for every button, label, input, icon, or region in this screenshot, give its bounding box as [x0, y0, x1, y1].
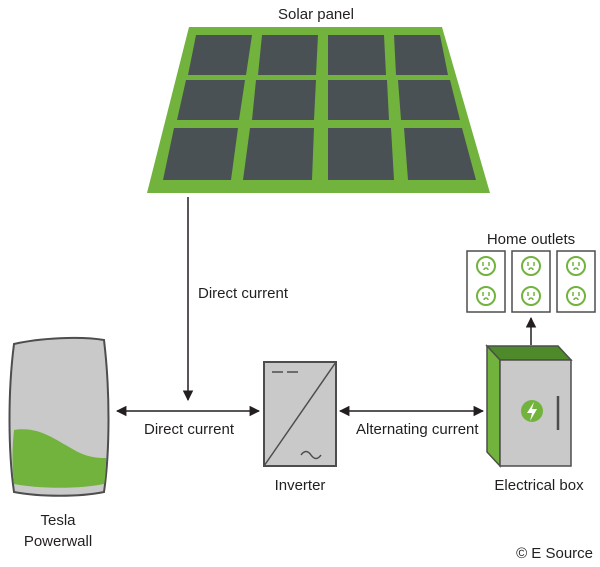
- powerwall-label-line1: Tesla: [40, 512, 76, 529]
- powerwall-label-line2: Powerwall: [24, 533, 92, 550]
- outlet-icon: [476, 256, 496, 276]
- lightning-bolt-icon: [521, 400, 543, 422]
- inverter-label: Inverter: [275, 477, 326, 494]
- solar-panel: [147, 27, 490, 193]
- outlet-plate-2: [511, 250, 551, 313]
- copyright-text: © E Source: [516, 545, 593, 562]
- home-outlets-label: Home outlets: [487, 231, 575, 248]
- outlet-plate-3: [556, 250, 596, 313]
- electrical-box-label: Electrical box: [494, 477, 584, 494]
- outlet-plate-1: [466, 250, 506, 313]
- tesla-powerwall: [8, 336, 110, 497]
- direct-current-horizontal-label: Direct current: [144, 421, 235, 438]
- outlet-icon: [566, 286, 586, 306]
- home-outlets: [466, 250, 596, 313]
- outlet-icon: [521, 256, 541, 276]
- outlet-icon: [521, 286, 541, 306]
- electrical-box: [485, 344, 573, 468]
- solar-panel-label: Solar panel: [278, 6, 354, 23]
- direct-current-vertical-label: Direct current: [198, 285, 289, 302]
- alternating-current-label: Alternating current: [356, 421, 479, 438]
- outlet-icon: [476, 286, 496, 306]
- outlet-icon: [566, 256, 586, 276]
- inverter: [263, 361, 337, 467]
